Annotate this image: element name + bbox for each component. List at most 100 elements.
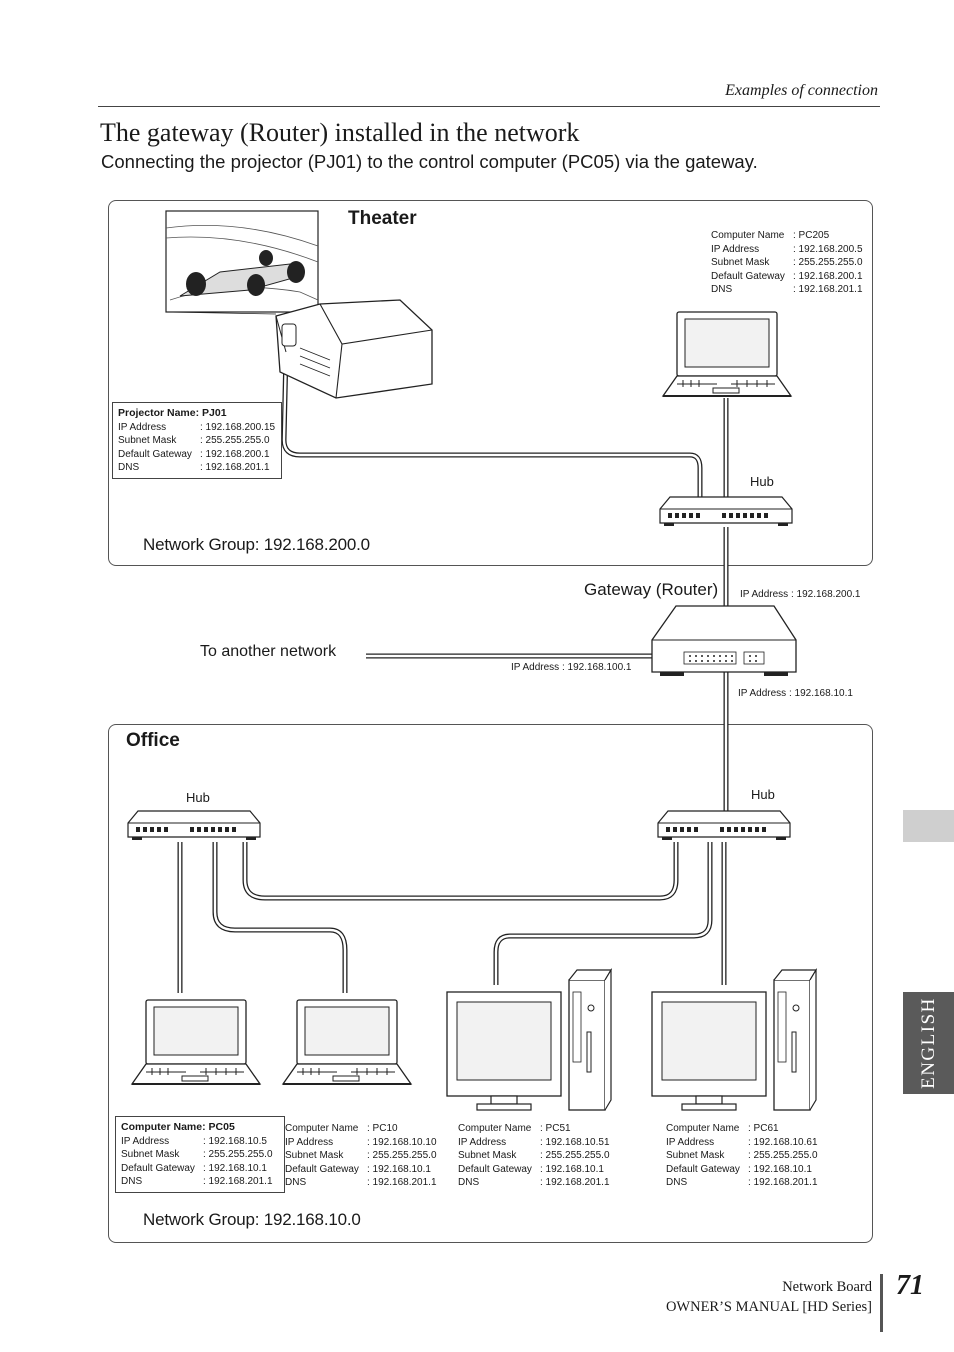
office-label: Office — [126, 730, 180, 751]
info-key: IP Address — [285, 1136, 334, 1148]
info-key: Default Gateway — [121, 1162, 195, 1174]
info-value: : 192.168.10.61 — [748, 1136, 818, 1148]
info-value: : 255.255.255.0 — [540, 1150, 610, 1162]
info-value: : 255.255.255.0 — [748, 1150, 818, 1162]
info-key: IP Address — [121, 1135, 170, 1147]
projector-device — [275, 299, 433, 399]
theater-network-group: Network Group: 192.168.200.0 — [143, 535, 370, 554]
gateway-ip-bottom: IP Address : 192.168.10.1 — [738, 688, 853, 699]
info-value: : PC10 — [367, 1123, 398, 1134]
gateway-ip-top: IP Address : 192.168.200.1 — [740, 589, 861, 600]
gateway-ip-left: IP Address : 192.168.100.1 — [511, 662, 632, 673]
info-value: : 255.255.255.0 — [793, 257, 863, 269]
info-value: : 192.168.200.1 — [200, 448, 270, 460]
hub-theater — [659, 496, 793, 527]
pc61-info: Computer Name : PC61 IP Address : 192.168.… — [666, 1122, 818, 1190]
info-key: IP Address — [118, 421, 167, 433]
info-value: : PC51 — [540, 1123, 571, 1134]
page-subtitle: Connecting the projector (PJ01) to the c… — [101, 151, 758, 172]
info-key: DNS — [666, 1177, 688, 1189]
hub-office-right — [657, 810, 791, 841]
footer-rule — [880, 1274, 883, 1332]
pc05-name: Computer Name: PC05 — [121, 1121, 235, 1133]
office-panel — [108, 724, 873, 1243]
info-key: DNS — [285, 1177, 307, 1189]
laptop-pc05 — [131, 999, 261, 1085]
info-key: IP Address — [711, 243, 760, 255]
hub-left-label: Hub — [186, 790, 210, 805]
info-value: : 192.168.201.1 — [203, 1176, 273, 1188]
info-key: Default Gateway — [711, 270, 785, 282]
info-value: : 192.168.10.1 — [203, 1162, 267, 1174]
info-key: Default Gateway — [458, 1163, 532, 1175]
language-tab — [903, 992, 954, 1094]
laptop-pc205 — [662, 311, 792, 397]
info-value: : 192.168.10.10 — [367, 1136, 437, 1148]
footer-product: Network Board — [782, 1279, 872, 1295]
info-value: : 192.168.201.1 — [367, 1177, 437, 1189]
another-network-label: To another network — [200, 643, 337, 660]
info-key: Subnet Mask — [121, 1149, 180, 1161]
info-value: : 192.168.201.1 — [200, 462, 270, 474]
info-value: : 192.168.10.5 — [203, 1135, 267, 1147]
page-number: 71 — [896, 1270, 924, 1301]
info-key: Subnet Mask — [711, 257, 770, 269]
info-value: : 192.168.10.1 — [540, 1163, 604, 1175]
info-value: : 192.168.200.1 — [793, 270, 863, 282]
pc10-info: Computer Name: PC10 IP Address: 192.168.… — [285, 1122, 437, 1190]
info-key: Default Gateway — [285, 1163, 359, 1175]
side-tab-marker — [903, 810, 954, 842]
header-rule — [98, 106, 880, 107]
info-key: Default Gateway — [666, 1163, 740, 1175]
info-key: Computer Name — [666, 1123, 740, 1134]
projector-name: Projector Name: PJ01 — [118, 407, 227, 419]
section-label: Examples of connection — [725, 82, 878, 99]
desktop-pc51 — [446, 969, 612, 1111]
pc51-info: Computer Name : PC51 IP Address : 192.168.… — [458, 1122, 610, 1190]
info-value: : 192.168.200.15 — [200, 421, 276, 433]
laptop-pc10 — [282, 999, 412, 1085]
info-value: : 192.168.10.1 — [748, 1163, 812, 1175]
info-value: : 192.168.10.1 — [367, 1163, 431, 1175]
info-value: : 255.255.255.0 — [367, 1150, 437, 1162]
language-tab-label: ENGLISH — [917, 997, 939, 1089]
info-key: Default Gateway — [118, 448, 192, 460]
info-value: : PC205 — [793, 230, 830, 241]
info-value: : PC61 — [748, 1123, 779, 1134]
screen-image — [165, 210, 319, 319]
info-key: Computer Name — [458, 1123, 532, 1134]
language-tab-label-wrap: ENGLISH — [903, 992, 954, 1094]
info-key: DNS — [458, 1177, 480, 1189]
info-value: : 192.168.201.1 — [793, 284, 863, 296]
info-value: : 192.168.201.1 — [748, 1177, 818, 1189]
info-key: DNS — [121, 1176, 143, 1188]
info-value: : 192.168.10.51 — [540, 1136, 610, 1148]
info-value: : 255.255.255.0 — [203, 1149, 273, 1161]
hub-label: Hub — [750, 474, 774, 489]
info-key: DNS — [711, 284, 733, 296]
hub-right-label: Hub — [751, 787, 775, 802]
info-key: Subnet Mask — [458, 1150, 517, 1162]
pc05-info-box: Computer Name: PC05 IP Address : 192.168.… — [115, 1116, 285, 1193]
projector-info-box: Projector Name: PJ01 IP Address : 192.168… — [112, 402, 282, 479]
info-value: : 192.168.200.5 — [793, 243, 863, 255]
info-key: Subnet Mask — [285, 1150, 344, 1162]
footer-manual: OWNER’S MANUAL [HD Series] — [665, 1299, 872, 1315]
pc205-info: Computer Name : PC205 IP Address : 192.168… — [711, 229, 863, 297]
gateway-label: Gateway (Router) — [584, 580, 719, 599]
router-device — [651, 605, 797, 676]
info-key: Subnet Mask — [666, 1150, 725, 1162]
info-key: Subnet Mask — [118, 435, 177, 447]
theater-label: Theater — [348, 208, 417, 229]
info-value: : 192.168.201.1 — [540, 1177, 610, 1189]
hub-office-left — [127, 810, 261, 841]
info-value: : 255.255.255.0 — [200, 435, 270, 447]
theater-panel — [108, 200, 873, 566]
info-key: IP Address — [458, 1136, 507, 1148]
info-key: IP Address — [666, 1136, 715, 1148]
desktop-pc61 — [651, 969, 817, 1111]
page-title: The gateway (Router) installed in the ne… — [100, 118, 580, 147]
info-key: Computer Name — [711, 230, 785, 241]
info-key: DNS — [118, 462, 140, 474]
